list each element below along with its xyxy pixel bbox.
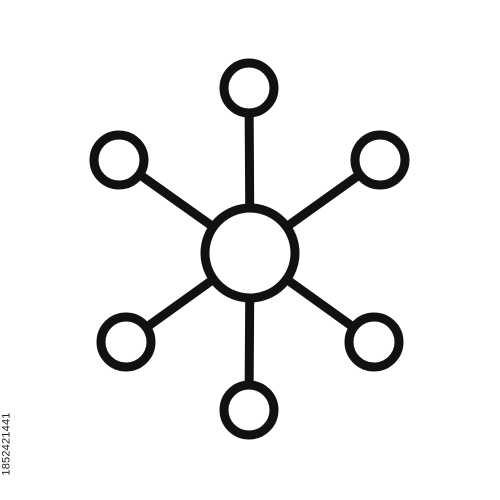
stock-id-text: 1852421441 bbox=[1, 412, 13, 476]
node-upper-left bbox=[89, 130, 149, 190]
spoke-node-upper-left bbox=[136, 170, 216, 231]
stock-id-label: 1852421441 bbox=[0, 388, 14, 500]
node-upper-right bbox=[350, 130, 410, 190]
spoke-node-lower-left bbox=[143, 275, 217, 332]
node-lower-left bbox=[96, 312, 156, 372]
node-top bbox=[219, 58, 279, 118]
spoke-node-lower-right bbox=[283, 275, 357, 332]
spoke-node-top bbox=[244, 112, 255, 209]
spoke-node-upper-right bbox=[283, 170, 363, 231]
node-lower-right bbox=[344, 312, 404, 372]
spoke-node-bottom bbox=[244, 297, 255, 386]
satellite-nodes bbox=[89, 58, 410, 440]
spokes bbox=[136, 112, 363, 386]
central-hub-node bbox=[200, 203, 300, 303]
node-bottom bbox=[219, 380, 279, 440]
